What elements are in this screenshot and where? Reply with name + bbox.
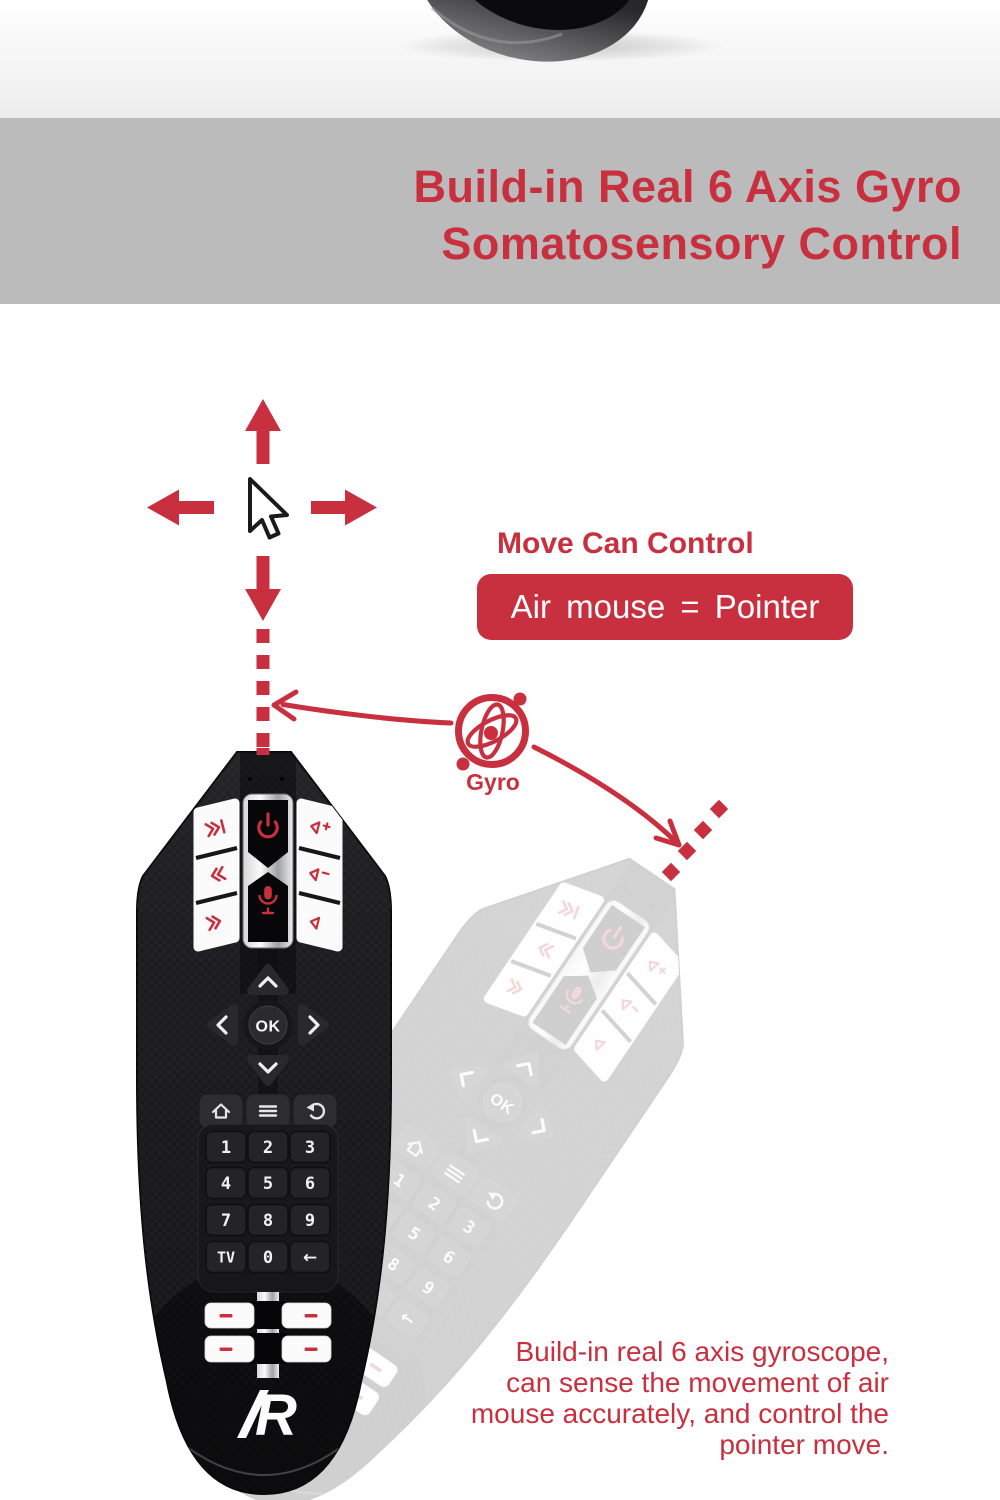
air-mouse-pointer-badge: Air mouse = Pointer xyxy=(477,574,853,640)
product-photo xyxy=(395,0,725,62)
banner: Build-in Real 6 Axis Gyro Somatosensory … xyxy=(0,118,1000,304)
cursor-icon xyxy=(248,477,289,540)
right-arrow-icon xyxy=(311,489,377,526)
description-line: pointer move. xyxy=(719,1429,889,1460)
description-text: Build-in real 6 axis gyroscope, can sens… xyxy=(471,1336,889,1460)
description-line: Build-in real 6 axis gyroscope, xyxy=(515,1336,889,1367)
page-title-line1: Build-in Real 6 Axis Gyro xyxy=(413,161,962,212)
annotations xyxy=(147,399,729,882)
description-line: can sense the movement of air xyxy=(506,1367,889,1398)
dotted-line-diagonal xyxy=(661,799,729,882)
gyro-arc-right xyxy=(531,744,682,848)
gyro-label: Gyro xyxy=(466,769,520,795)
up-arrow-icon xyxy=(245,399,281,464)
left-arrow-icon xyxy=(147,489,214,526)
gyro-icon xyxy=(455,692,529,771)
page-title-line2: Somatosensory Control xyxy=(441,218,962,269)
gyro-arc-left xyxy=(271,689,454,726)
down-arrow-icon xyxy=(245,556,281,621)
move-can-control-heading: Move Can Control xyxy=(497,527,754,560)
description-line: mouse accurately, and control the xyxy=(470,1398,889,1429)
dotted-line-vertical xyxy=(256,629,270,755)
